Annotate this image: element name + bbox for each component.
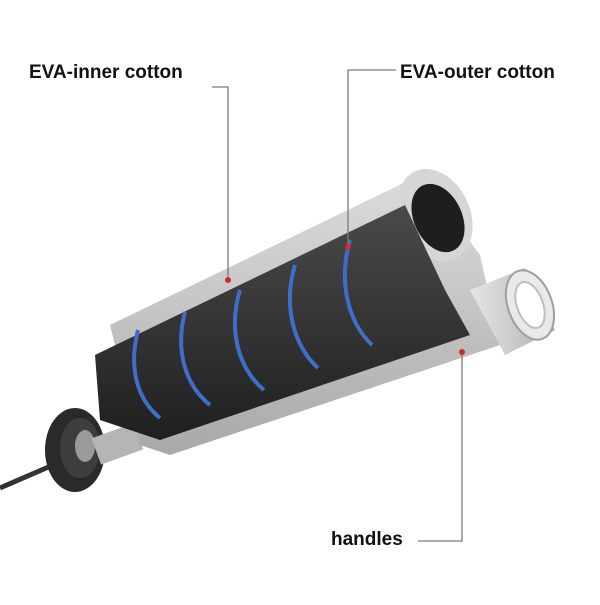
end-cap (45, 408, 144, 492)
blue-bands (132, 239, 374, 420)
label-inner-cotton: EVA-inner cotton (29, 62, 183, 83)
leader-line-outer (347, 69, 396, 245)
marker-dot-inner (225, 277, 231, 283)
marker-dots (225, 244, 465, 355)
leader-line-inner (212, 86, 229, 278)
leader-line-handles (418, 353, 463, 542)
label-handles: handles (331, 529, 403, 550)
threaded-end (470, 268, 556, 355)
marker-dot-outer (345, 244, 351, 250)
label-outer-cotton: EVA-outer cotton (400, 62, 555, 83)
leader-lines (212, 69, 463, 542)
marker-dot-handles (459, 349, 465, 355)
